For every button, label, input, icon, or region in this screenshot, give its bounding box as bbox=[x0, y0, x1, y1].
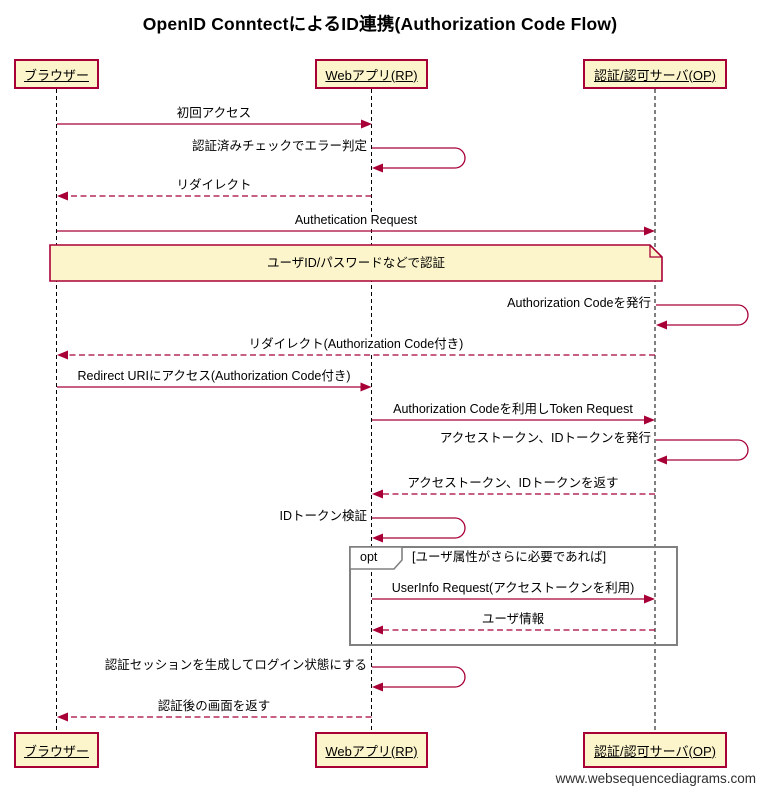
message-label-10: IDトークン検証 bbox=[277, 509, 369, 524]
message-label-7: Authorization Codeを利用しToken Request bbox=[391, 402, 635, 417]
note-shape bbox=[49, 244, 663, 282]
message-arrowheads bbox=[57, 119, 667, 722]
message-label-4: Authorization Codeを発行 bbox=[505, 296, 653, 311]
message-label-12: ユーザ情報 bbox=[479, 612, 547, 627]
message-label-8: アクセストークン、IDトークンを発行 bbox=[437, 431, 653, 446]
actor-webapp-bottom: Webアプリ(RP) bbox=[315, 732, 428, 768]
message-label-14: 認証後の画面を返す bbox=[155, 699, 273, 714]
actor-op-top: 認証/認可サーバ(OP) bbox=[583, 59, 727, 89]
actor-browser-label: ブラウザー bbox=[23, 67, 89, 83]
message-label-6: Redirect URIにアクセス(Authorization Code付き) bbox=[75, 369, 353, 384]
message-arrow-13 bbox=[372, 666, 466, 688]
actor-webapp-label: Webアプリ(RP) bbox=[325, 743, 418, 759]
actor-webapp-top: Webアプリ(RP) bbox=[315, 59, 428, 89]
message-label-5: リダイレクト(Authorization Code付き) bbox=[246, 337, 466, 352]
message-label-11: UserInfo Request(アクセストークンを利用) bbox=[389, 581, 637, 596]
note-label: ユーザID/パスワードなどで認証 bbox=[267, 256, 445, 270]
actor-op-label: 認証/認可サーバ(OP) bbox=[594, 67, 716, 83]
message-label-1: 認証済みチェックでエラー判定 bbox=[189, 139, 369, 154]
opt-fragment-label: opt bbox=[360, 550, 378, 564]
message-arrow-8 bbox=[656, 439, 749, 461]
message-arrow-1 bbox=[372, 147, 466, 169]
message-label-9: アクセストークン、IDトークンを返す bbox=[405, 476, 621, 491]
message-arrow-10 bbox=[372, 517, 466, 539]
actor-browser-bottom: ブラウザー bbox=[14, 732, 99, 768]
actor-browser-top: ブラウザー bbox=[14, 59, 99, 89]
watermark-websequencediagrams: www.websequencediagrams.com bbox=[555, 771, 756, 786]
message-label-2: リダイレクト bbox=[174, 178, 254, 193]
message-arrows bbox=[57, 123, 749, 718]
opt-frame bbox=[349, 546, 678, 646]
actor-op-bottom: 認証/認可サーバ(OP) bbox=[583, 732, 727, 768]
message-label-3: Authetication Request bbox=[292, 213, 420, 228]
message-label-13: 認証セッションを生成してログイン状態にする bbox=[102, 658, 369, 673]
diagram-title: OpenID ConntectによるID連携(Authorization Cod… bbox=[142, 14, 618, 34]
actor-webapp-label: Webアプリ(RP) bbox=[325, 67, 418, 83]
actor-op-label: 認証/認可サーバ(OP) bbox=[594, 743, 716, 759]
message-label-0: 初回アクセス bbox=[174, 106, 254, 121]
opt-fragment-condition: [ユーザ属性がさらに必要であれば] bbox=[412, 550, 607, 564]
actor-browser-label: ブラウザー bbox=[23, 743, 89, 759]
message-arrow-4 bbox=[656, 304, 749, 326]
